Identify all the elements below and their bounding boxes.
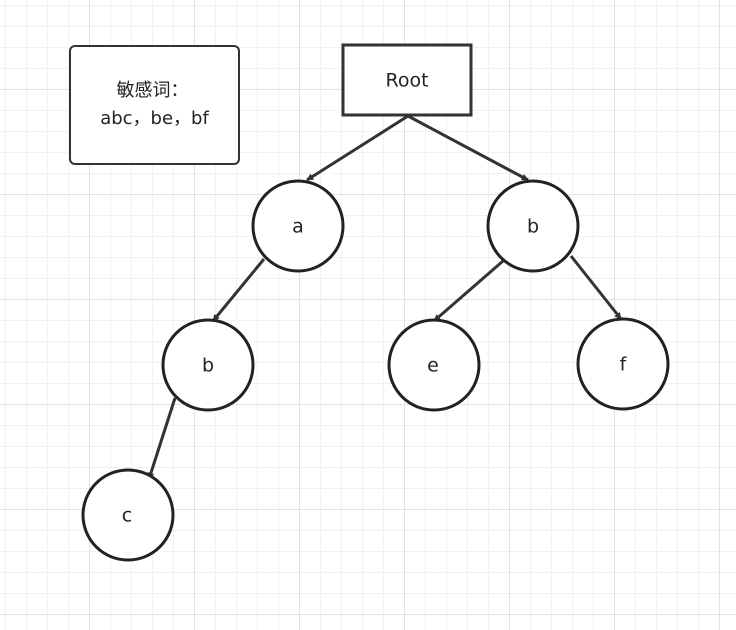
node-label-e: e	[427, 355, 439, 377]
node-circle-b-right	[486, 179, 580, 273]
tree-node-e: e	[387, 318, 481, 412]
edge-root-b	[407, 114, 529, 182]
node-circle-c	[81, 468, 175, 562]
tree-node-b-left: b	[161, 318, 255, 412]
tree-node-a: a	[251, 179, 345, 273]
tree-node-f: f	[576, 317, 670, 411]
tree-node-c: c	[81, 468, 175, 562]
node-label-a: a	[292, 216, 304, 238]
node-circle-b-left	[161, 318, 255, 412]
note-title: 敏感词：	[116, 80, 189, 101]
node-circle-e	[387, 318, 481, 412]
edge-root-a	[306, 114, 409, 182]
node-circle-f	[576, 317, 670, 411]
node-circle-a	[251, 179, 345, 273]
node-label-b-right: b	[527, 216, 539, 238]
root-node: Root	[341, 43, 473, 117]
edge-a-b	[211, 258, 266, 322]
edges-layer	[147, 114, 623, 480]
root-label: Root	[385, 70, 428, 92]
node-label-f: f	[620, 354, 628, 376]
node-label-b-left: b	[202, 355, 214, 377]
edge-b-c	[147, 397, 177, 480]
note-content: abc，be，bf	[100, 108, 209, 129]
root-box	[341, 43, 473, 117]
node-label-c: c	[122, 505, 132, 527]
edge-b-f	[569, 255, 623, 320]
tree-node-b-right: b	[486, 179, 580, 273]
sensitive-words-note: 敏感词： abc，be，bf	[69, 45, 240, 165]
edge-b-e	[433, 259, 504, 323]
